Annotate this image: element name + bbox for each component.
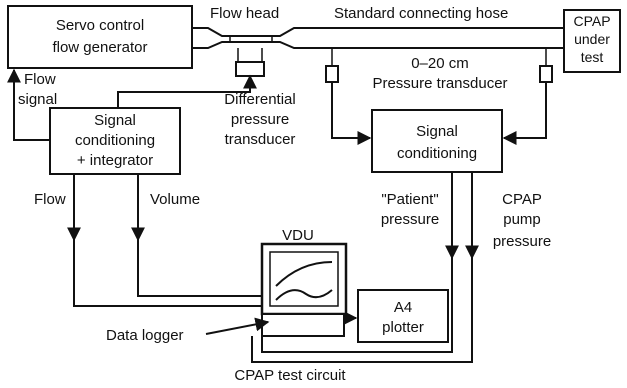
servo-label-line2: flow generator <box>52 39 147 56</box>
differential-label-line3: transducer <box>225 131 296 148</box>
signal-conditioning-box <box>371 109 503 173</box>
flow-to-logger-line <box>73 240 262 307</box>
pressure-range-label: 0–20 cm <box>411 55 469 72</box>
differential-pressure-transducer <box>235 48 265 77</box>
servo-label-line1: Servo control <box>56 17 144 34</box>
flow-signal-arrow <box>6 68 50 141</box>
patient-pressure-line1: "Patient" <box>381 191 438 208</box>
diagram-caption: CPAP test circuit <box>234 367 346 384</box>
vdu-monitor <box>260 242 348 316</box>
sc-line2: conditioning <box>397 145 477 162</box>
cpap-under-test-box <box>563 9 621 73</box>
patient-to-logger-line <box>261 258 453 353</box>
patient-transducer-arrow <box>331 82 372 145</box>
flow-output-label: Flow <box>34 191 66 208</box>
flow-head <box>192 27 310 49</box>
flow-signal-line2: signal <box>18 91 57 108</box>
volume-output-label: Volume <box>150 191 200 208</box>
vdu-label: VDU <box>282 227 314 244</box>
sc-integrator-line2: conditioning <box>75 132 155 149</box>
cpap-under-test-line2: under <box>574 31 610 47</box>
standard-connecting-hose <box>310 27 564 49</box>
pressure-transducer-pump <box>539 48 553 83</box>
differential-label-line2: pressure <box>231 111 289 128</box>
cpap-pump-line2: pump <box>503 211 541 228</box>
pressure-transducer-label: Pressure transducer <box>372 75 507 92</box>
pump-transducer-arrow <box>502 82 547 145</box>
cpap-under-test-line1: CPAP <box>573 13 610 29</box>
a4-plotter-box <box>357 289 449 343</box>
data-logger-box <box>261 313 345 337</box>
volume-to-logger-line <box>137 240 262 297</box>
a4-plotter-line1: A4 <box>394 299 412 316</box>
flow-head-label: Flow head <box>210 5 279 22</box>
signal-conditioning-integrator-box <box>49 107 181 175</box>
a4-plotter-line2: plotter <box>382 319 424 336</box>
servo-flow-generator-box <box>7 5 193 69</box>
cpap-pump-line3: pressure <box>493 233 551 250</box>
flow-signal-line1: Flow <box>24 71 56 88</box>
differential-signal-arrow <box>117 74 257 108</box>
cpap-under-test-line3: test <box>581 49 604 65</box>
differential-label-line1: Differential <box>224 91 295 108</box>
cpap-pump-line1: CPAP <box>502 191 542 208</box>
data-logger-label: Data logger <box>106 327 184 344</box>
patient-pressure-line2: pressure <box>381 211 439 228</box>
pump-to-logger-line <box>251 258 473 363</box>
standard-hose-label: Standard connecting hose <box>334 5 508 22</box>
sc-integrator-line3: + integrator <box>77 152 153 169</box>
data-logger-pointer <box>205 317 270 335</box>
sc-integrator-line1: Signal <box>94 112 136 129</box>
pressure-transducer-patient <box>325 48 339 83</box>
sc-line1: Signal <box>416 123 458 140</box>
